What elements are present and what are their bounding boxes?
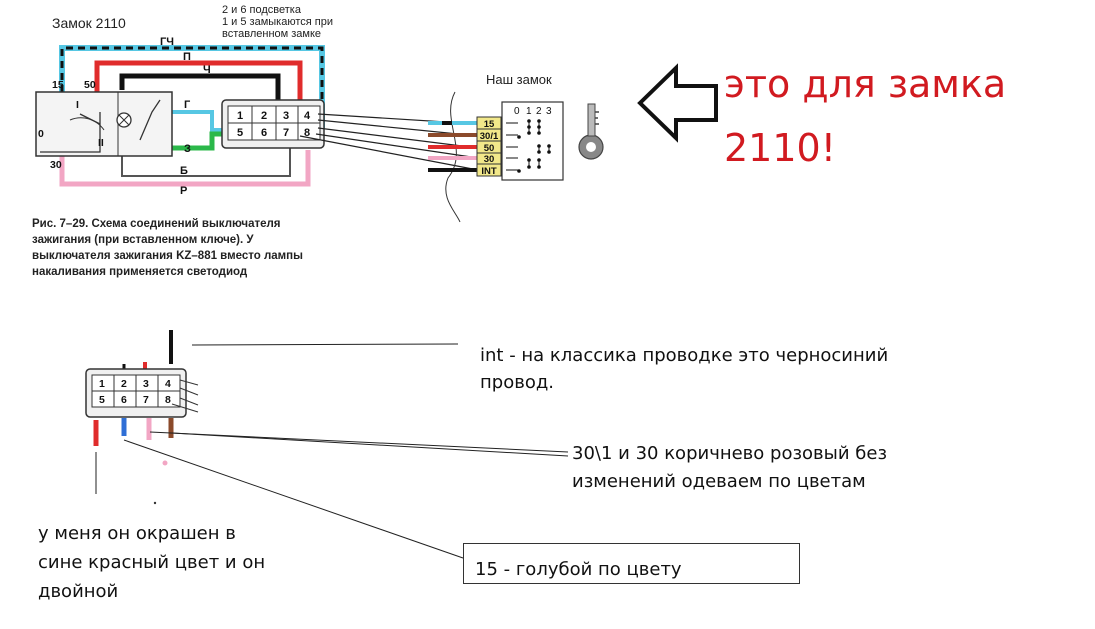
- blue-red-note: у меня он окрашен в сине красный цвет и …: [38, 519, 265, 606]
- svg-text:30/1: 30/1: [480, 131, 499, 142]
- svg-text:4: 4: [165, 378, 171, 390]
- lock-body: [501, 101, 564, 181]
- wire-p: [94, 60, 303, 104]
- headline-line-1: это для замка: [724, 62, 1007, 106]
- svg-text:0: 0: [514, 106, 520, 117]
- svg-text:1 и 5 замыкаются при: 1 и 5 замыкаются при: [222, 16, 333, 28]
- int-note: int - на классика проводке это черносини…: [480, 342, 888, 396]
- svg-text:INT: INT: [481, 166, 497, 177]
- svg-text:7: 7: [143, 394, 149, 406]
- wire-g: [172, 110, 230, 132]
- svg-text:1: 1: [99, 378, 105, 390]
- wire-r: [59, 150, 311, 187]
- svg-text:5: 5: [99, 394, 105, 406]
- separator-curve: [445, 91, 461, 223]
- key-icon: [578, 103, 604, 160]
- svg-text:0: 0: [38, 128, 44, 140]
- svg-text:8: 8: [304, 127, 310, 139]
- svg-text:7: 7: [283, 127, 289, 139]
- svg-text:30: 30: [484, 154, 495, 165]
- svg-text:3: 3: [546, 106, 552, 117]
- blue-note-box: [463, 543, 800, 584]
- wire-letters: ГЧ П Ч Г З Б Р: [160, 36, 211, 197]
- blue-note: 15 - голубой по цвету: [475, 559, 682, 580]
- svg-text:II: II: [98, 137, 104, 149]
- svg-text:3: 3: [143, 378, 149, 390]
- svg-text:50: 50: [84, 79, 96, 91]
- contact-links: [506, 121, 550, 171]
- arrow-left-icon: [637, 63, 718, 143]
- connector-bottom: 1 2 3 4 5 6 7 8: [85, 330, 199, 505]
- svg-text:50: 50: [484, 143, 495, 154]
- svg-text:I: I: [76, 99, 79, 111]
- svg-text:П: П: [183, 51, 191, 63]
- svg-text:Г: Г: [184, 99, 191, 111]
- note-text: 2 и 6 подсветка 1 и 5 замыкаются при вст…: [222, 4, 333, 40]
- lock-terminals: 15 30/1 50 30 INT: [476, 116, 502, 177]
- blue-red-note-line-1: у меня он окрашен в: [38, 523, 236, 544]
- svg-text:15: 15: [484, 119, 495, 130]
- brown-pink-note: 30\1 и 30 коричнево розовый без изменени…: [572, 440, 887, 496]
- wire-b: [121, 148, 291, 177]
- svg-text:3: 3: [283, 110, 289, 122]
- lock-wires: [428, 121, 478, 172]
- svg-text:2: 2: [261, 110, 267, 122]
- svg-text:2 и 6 подсветка: 2 и 6 подсветка: [222, 4, 302, 16]
- svg-text:8: 8: [165, 394, 171, 406]
- svg-text:2: 2: [121, 378, 127, 390]
- svg-text:З: З: [184, 143, 191, 155]
- int-note-line-2: провод.: [480, 372, 554, 393]
- headline-line-2: 2110!: [724, 126, 836, 170]
- blue-red-note-line-2: сине красный цвет и он: [38, 552, 266, 573]
- position-labels: 0 1 2 3: [514, 106, 552, 117]
- svg-text:вставленном замке: вставленном замке: [222, 28, 321, 40]
- lock-title: Наш замок: [486, 72, 552, 87]
- svg-text:Ч: Ч: [203, 64, 211, 76]
- svg-text:6: 6: [261, 127, 267, 139]
- svg-text:Б: Б: [180, 165, 188, 177]
- wire-gch-dash: [60, 46, 324, 128]
- figure-caption: Рис. 7–29. Схема соединений выключателя …: [32, 218, 303, 278]
- svg-text:4: 4: [304, 110, 311, 122]
- headline: это для замка 2110!: [724, 52, 1006, 180]
- svg-text:6: 6: [121, 394, 127, 406]
- connector-top: 1 2 3 4 5 6 7 8: [221, 99, 325, 149]
- svg-text:Замок 2110: Замок 2110: [52, 15, 126, 31]
- blue-red-note-line-3: двойной: [38, 581, 119, 602]
- svg-text:5: 5: [237, 127, 243, 139]
- brown-pink-note-line-2: изменений одеваем по цветам: [572, 471, 866, 492]
- leader-lines: [95, 343, 569, 559]
- int-note-line-1: int - на классика проводке это черносини…: [480, 345, 889, 366]
- wire-ch: [119, 73, 281, 104]
- switch-body: [35, 91, 173, 157]
- svg-text:ГЧ: ГЧ: [160, 36, 174, 48]
- svg-text:1: 1: [237, 110, 243, 122]
- svg-text:Р: Р: [180, 185, 187, 197]
- brown-pink-note-line-1: 30\1 и 30 коричнево розовый без: [572, 443, 888, 464]
- svg-text:1: 1: [526, 106, 532, 117]
- svg-text:30: 30: [50, 159, 62, 171]
- svg-text:15: 15: [52, 79, 64, 91]
- svg-text:2: 2: [536, 106, 542, 117]
- switch-labels: 15 50 30 0 I II: [38, 79, 104, 171]
- title-text: Замок 2110: [52, 15, 126, 31]
